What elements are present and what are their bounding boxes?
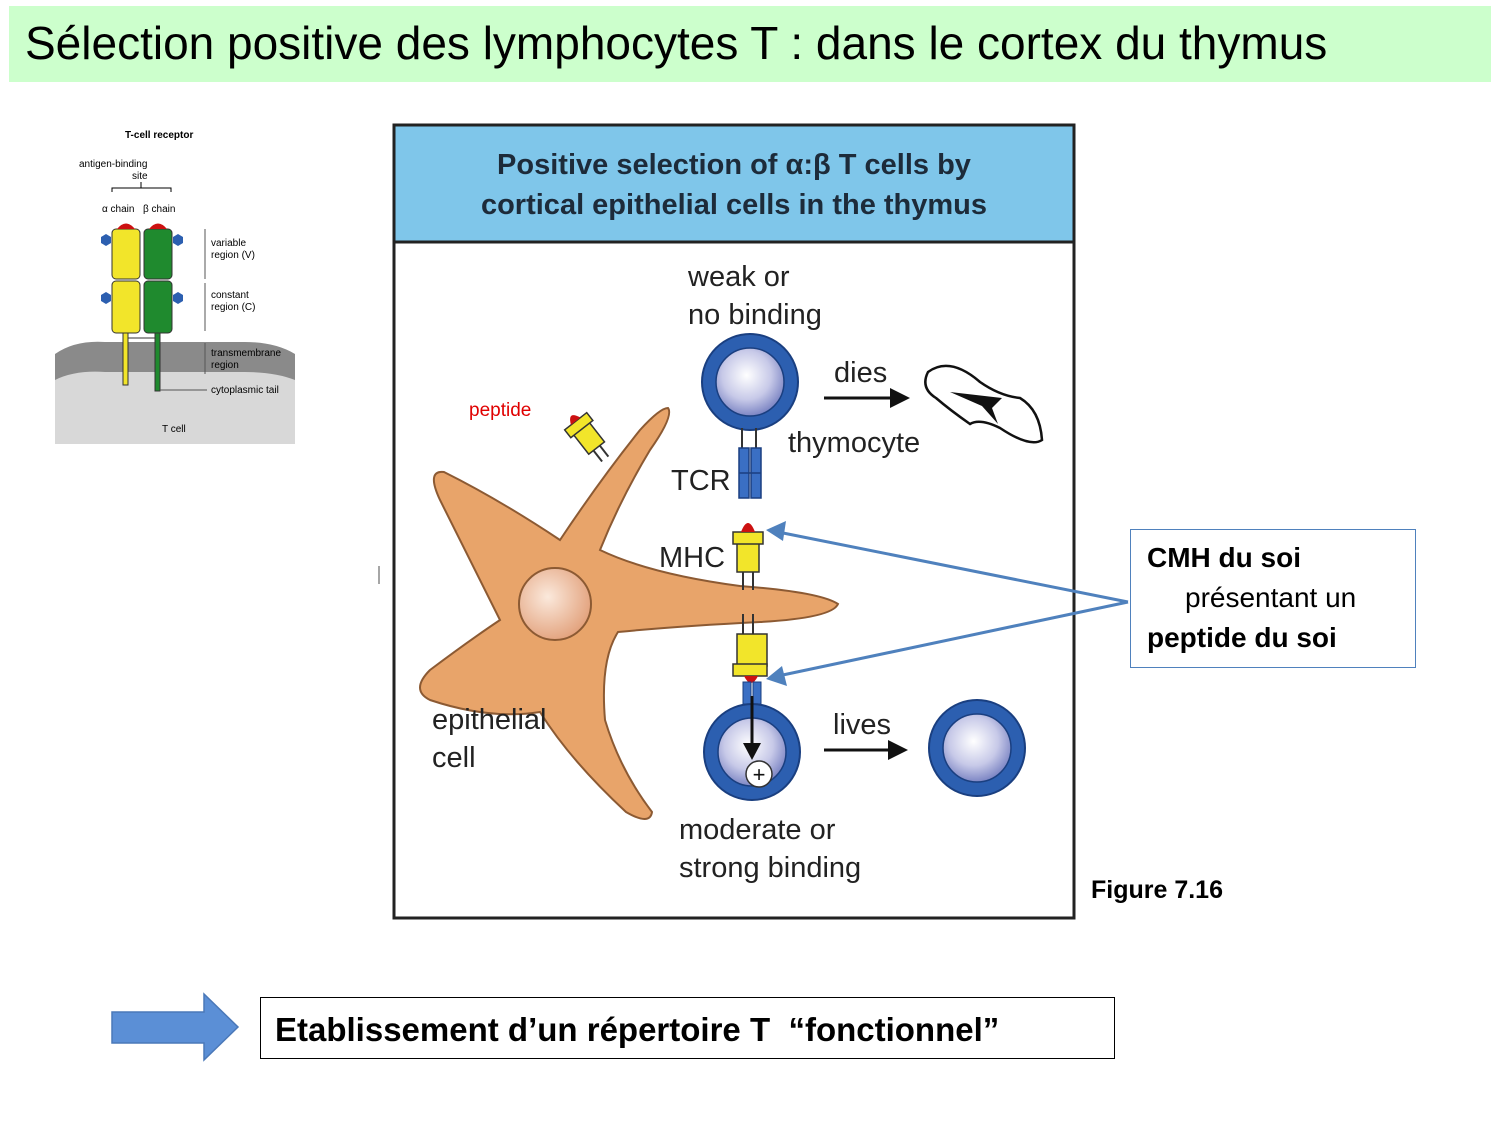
inset-constant-region-2: region (C) xyxy=(211,302,255,313)
inset-cytoplasmic-tail: cytoplasmic tail xyxy=(211,385,279,396)
mhc-icon xyxy=(732,523,764,590)
beta-binding-site xyxy=(149,223,167,229)
glycan-icon xyxy=(173,234,183,246)
t-cell-cytoplasm xyxy=(55,371,295,444)
inset-transmembrane: transmembrane xyxy=(211,348,281,359)
conclusion-text: Etablissement d’un répertoire T “fonctio… xyxy=(275,1011,1000,1048)
peptide-label: peptide xyxy=(469,400,531,421)
epithelial-nucleus xyxy=(518,567,592,641)
tcr-inset: T-cell receptor antigen-binding site α c… xyxy=(55,122,295,444)
inset-constant-region: constant xyxy=(211,290,249,301)
surviving-thymocyte-nucleus xyxy=(942,713,1012,783)
alpha-binding-site xyxy=(117,223,135,229)
weak-binding-line2: no binding xyxy=(688,299,822,331)
callout-arrow-upper-icon xyxy=(766,521,786,541)
tcr-label: TCR xyxy=(671,465,731,497)
conclusion-box: Etablissement d’un répertoire T “fonctio… xyxy=(260,997,1115,1059)
plus-icon xyxy=(745,760,773,788)
mhc-label: MHC xyxy=(659,542,725,574)
callout-line1: CMH du soi xyxy=(1147,542,1301,573)
glycan-icon xyxy=(101,292,111,304)
peptide-mhc-icon xyxy=(563,411,610,463)
inset-variable-region: variable xyxy=(211,238,246,249)
inset-variable-region-2: region (V) xyxy=(211,250,255,261)
thymocyte-upper-nucleus xyxy=(715,347,785,417)
mhc-tcr-complex xyxy=(732,614,768,705)
callout-line3: peptide du soi xyxy=(1147,622,1337,653)
epithelial-cell xyxy=(419,406,840,820)
glycan-icon xyxy=(173,292,183,304)
moderate-binding-line1: moderate or xyxy=(679,814,836,846)
inset-site: site xyxy=(132,171,148,182)
inset-antigen-binding: antigen-binding xyxy=(79,159,147,170)
inset-t-cell: T cell xyxy=(162,424,186,435)
epithelial-label-2: cell xyxy=(432,742,476,774)
dies-arrow-icon xyxy=(890,388,910,408)
lives-label: lives xyxy=(833,709,891,741)
conclusion-arrow-icon xyxy=(111,992,240,1062)
epithelial-label-1: epithelial xyxy=(432,704,546,736)
slide-title: Sélection positive des lymphocytes T : d… xyxy=(25,17,1328,69)
dead-cell-nucleus xyxy=(950,392,1002,424)
inset-alpha-chain: α chain xyxy=(102,204,134,215)
signal-arrow-icon xyxy=(743,743,761,760)
inset-beta-chain: β chain xyxy=(143,204,175,215)
dies-label: dies xyxy=(834,357,887,389)
glycan-icon xyxy=(101,234,111,246)
inset-heading: T-cell receptor xyxy=(125,130,193,141)
inset-transmembrane-2: region xyxy=(211,360,239,371)
figure-number: Figure 7.16 xyxy=(1091,876,1223,904)
figure-header-line1: Positive selection of α:β T cells by xyxy=(497,149,971,181)
lives-arrow-icon xyxy=(888,740,908,760)
title-bar: Sélection positive des lymphocytes T : d… xyxy=(9,6,1491,82)
figure-header xyxy=(395,126,1073,243)
callout-line2: présentant un xyxy=(1185,582,1357,613)
moderate-binding-line2: strong binding xyxy=(679,852,861,884)
figure-header-line2: cortical epithelial cells in the thymus xyxy=(481,189,987,221)
plus-label: + xyxy=(753,762,766,787)
callout-arrow-lower-icon xyxy=(766,666,787,686)
callout-box: CMH du soi présentant un peptide du soi xyxy=(1130,529,1416,668)
thymocyte-label: thymocyte xyxy=(788,427,920,459)
weak-binding-line1: weak or xyxy=(687,261,790,293)
